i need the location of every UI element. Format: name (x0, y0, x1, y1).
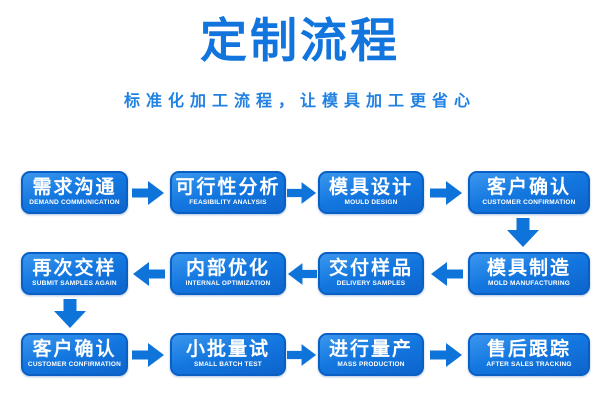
arrow-right-icon (132, 181, 164, 205)
step-label-en: MOLD MANUFACTURING (488, 280, 570, 288)
arrow-left-icon (133, 262, 165, 286)
step-label-zh: 售后跟踪 (486, 339, 571, 361)
flow-step-feasibility-analysis: 可行性分析 FEASIBILITY ANALYSIS (170, 171, 286, 214)
flow-step-small-batch-test: 小批量试 SMALL BATCH TEST (170, 333, 286, 376)
arrow-left-icon (431, 262, 463, 286)
step-label-en: SUBMIT SAMPLES AGAIN (32, 280, 117, 288)
step-label-en: MASS PRODUCTION (337, 361, 405, 369)
arrow-right-icon (430, 181, 462, 205)
step-label-en: FEASIBILITY ANALYSIS (189, 199, 267, 207)
flow-step-demand-communication: 需求沟通 DEMAND COMMUNICATION (21, 171, 128, 214)
step-label-zh: 客户确认 (486, 177, 571, 199)
flow-step-mould-design: 模具设计 MOULD DESIGN (318, 171, 424, 214)
step-label-en: SMALL BATCH TEST (194, 361, 262, 369)
step-label-en: CUSTOMER CONFIRMATION (27, 361, 122, 369)
step-label-zh: 客户确认 (32, 339, 117, 361)
step-label-en: INTERNAL OPTIMIZATION (185, 280, 271, 288)
arrow-right-icon (287, 344, 317, 366)
step-label-en: AFTER SALES TRACKING (486, 361, 572, 369)
step-label-zh: 进行量产 (328, 339, 413, 361)
step-label-en: CUSTOMER CONFIRMATION (482, 199, 576, 207)
step-label-zh: 内部优化 (185, 258, 270, 280)
step-label-zh: 模具设计 (328, 177, 413, 199)
flow-step-mold-manufacturing: 模具制造 MOLD MANUFACTURING (468, 252, 590, 295)
arrow-right-icon (132, 343, 164, 367)
step-label-zh: 模具制造 (486, 258, 571, 280)
step-label-zh: 可行性分析 (175, 177, 281, 199)
step-label-zh: 需求沟通 (32, 177, 117, 199)
step-label-en: DELIVERY SAMPLES (336, 280, 406, 288)
arrow-right-icon (430, 343, 462, 367)
page-subtitle: 标准化加工流程，让模具加工更省心 (123, 93, 476, 110)
flow-step-customer-confirmation-first: 客户确认 CUSTOMER CONFIRMATION (468, 171, 590, 214)
step-label-zh: 小批量试 (185, 339, 270, 361)
step-label-zh: 交付样品 (328, 258, 413, 280)
flow-step-customer-confirmation-second: 客户确认 CUSTOMER CONFIRMATION (21, 333, 128, 376)
flow-step-internal-optimization: 内部优化 INTERNAL OPTIMIZATION (170, 252, 286, 295)
flow-step-submit-samples-again: 再次交样 SUBMIT SAMPLES AGAIN (21, 252, 128, 295)
step-label-zh: 再次交样 (32, 258, 117, 280)
flow-step-after-sales-tracking: 售后跟踪 AFTER SALES TRACKING (468, 333, 590, 376)
arrow-right-icon (287, 182, 317, 204)
step-label-en: DEMAND COMMUNICATION (29, 199, 120, 207)
arrow-left-icon (287, 263, 317, 285)
page-title: 定制流程 (200, 14, 400, 67)
step-label-en: MOULD DESIGN (344, 199, 398, 207)
flow-step-delivery-samples: 交付样品 DELIVERY SAMPLES (318, 252, 424, 295)
arrow-down-icon (507, 218, 539, 247)
flow-step-mass-production: 进行量产 MASS PRODUCTION (318, 333, 424, 376)
arrow-down-icon (54, 299, 86, 328)
